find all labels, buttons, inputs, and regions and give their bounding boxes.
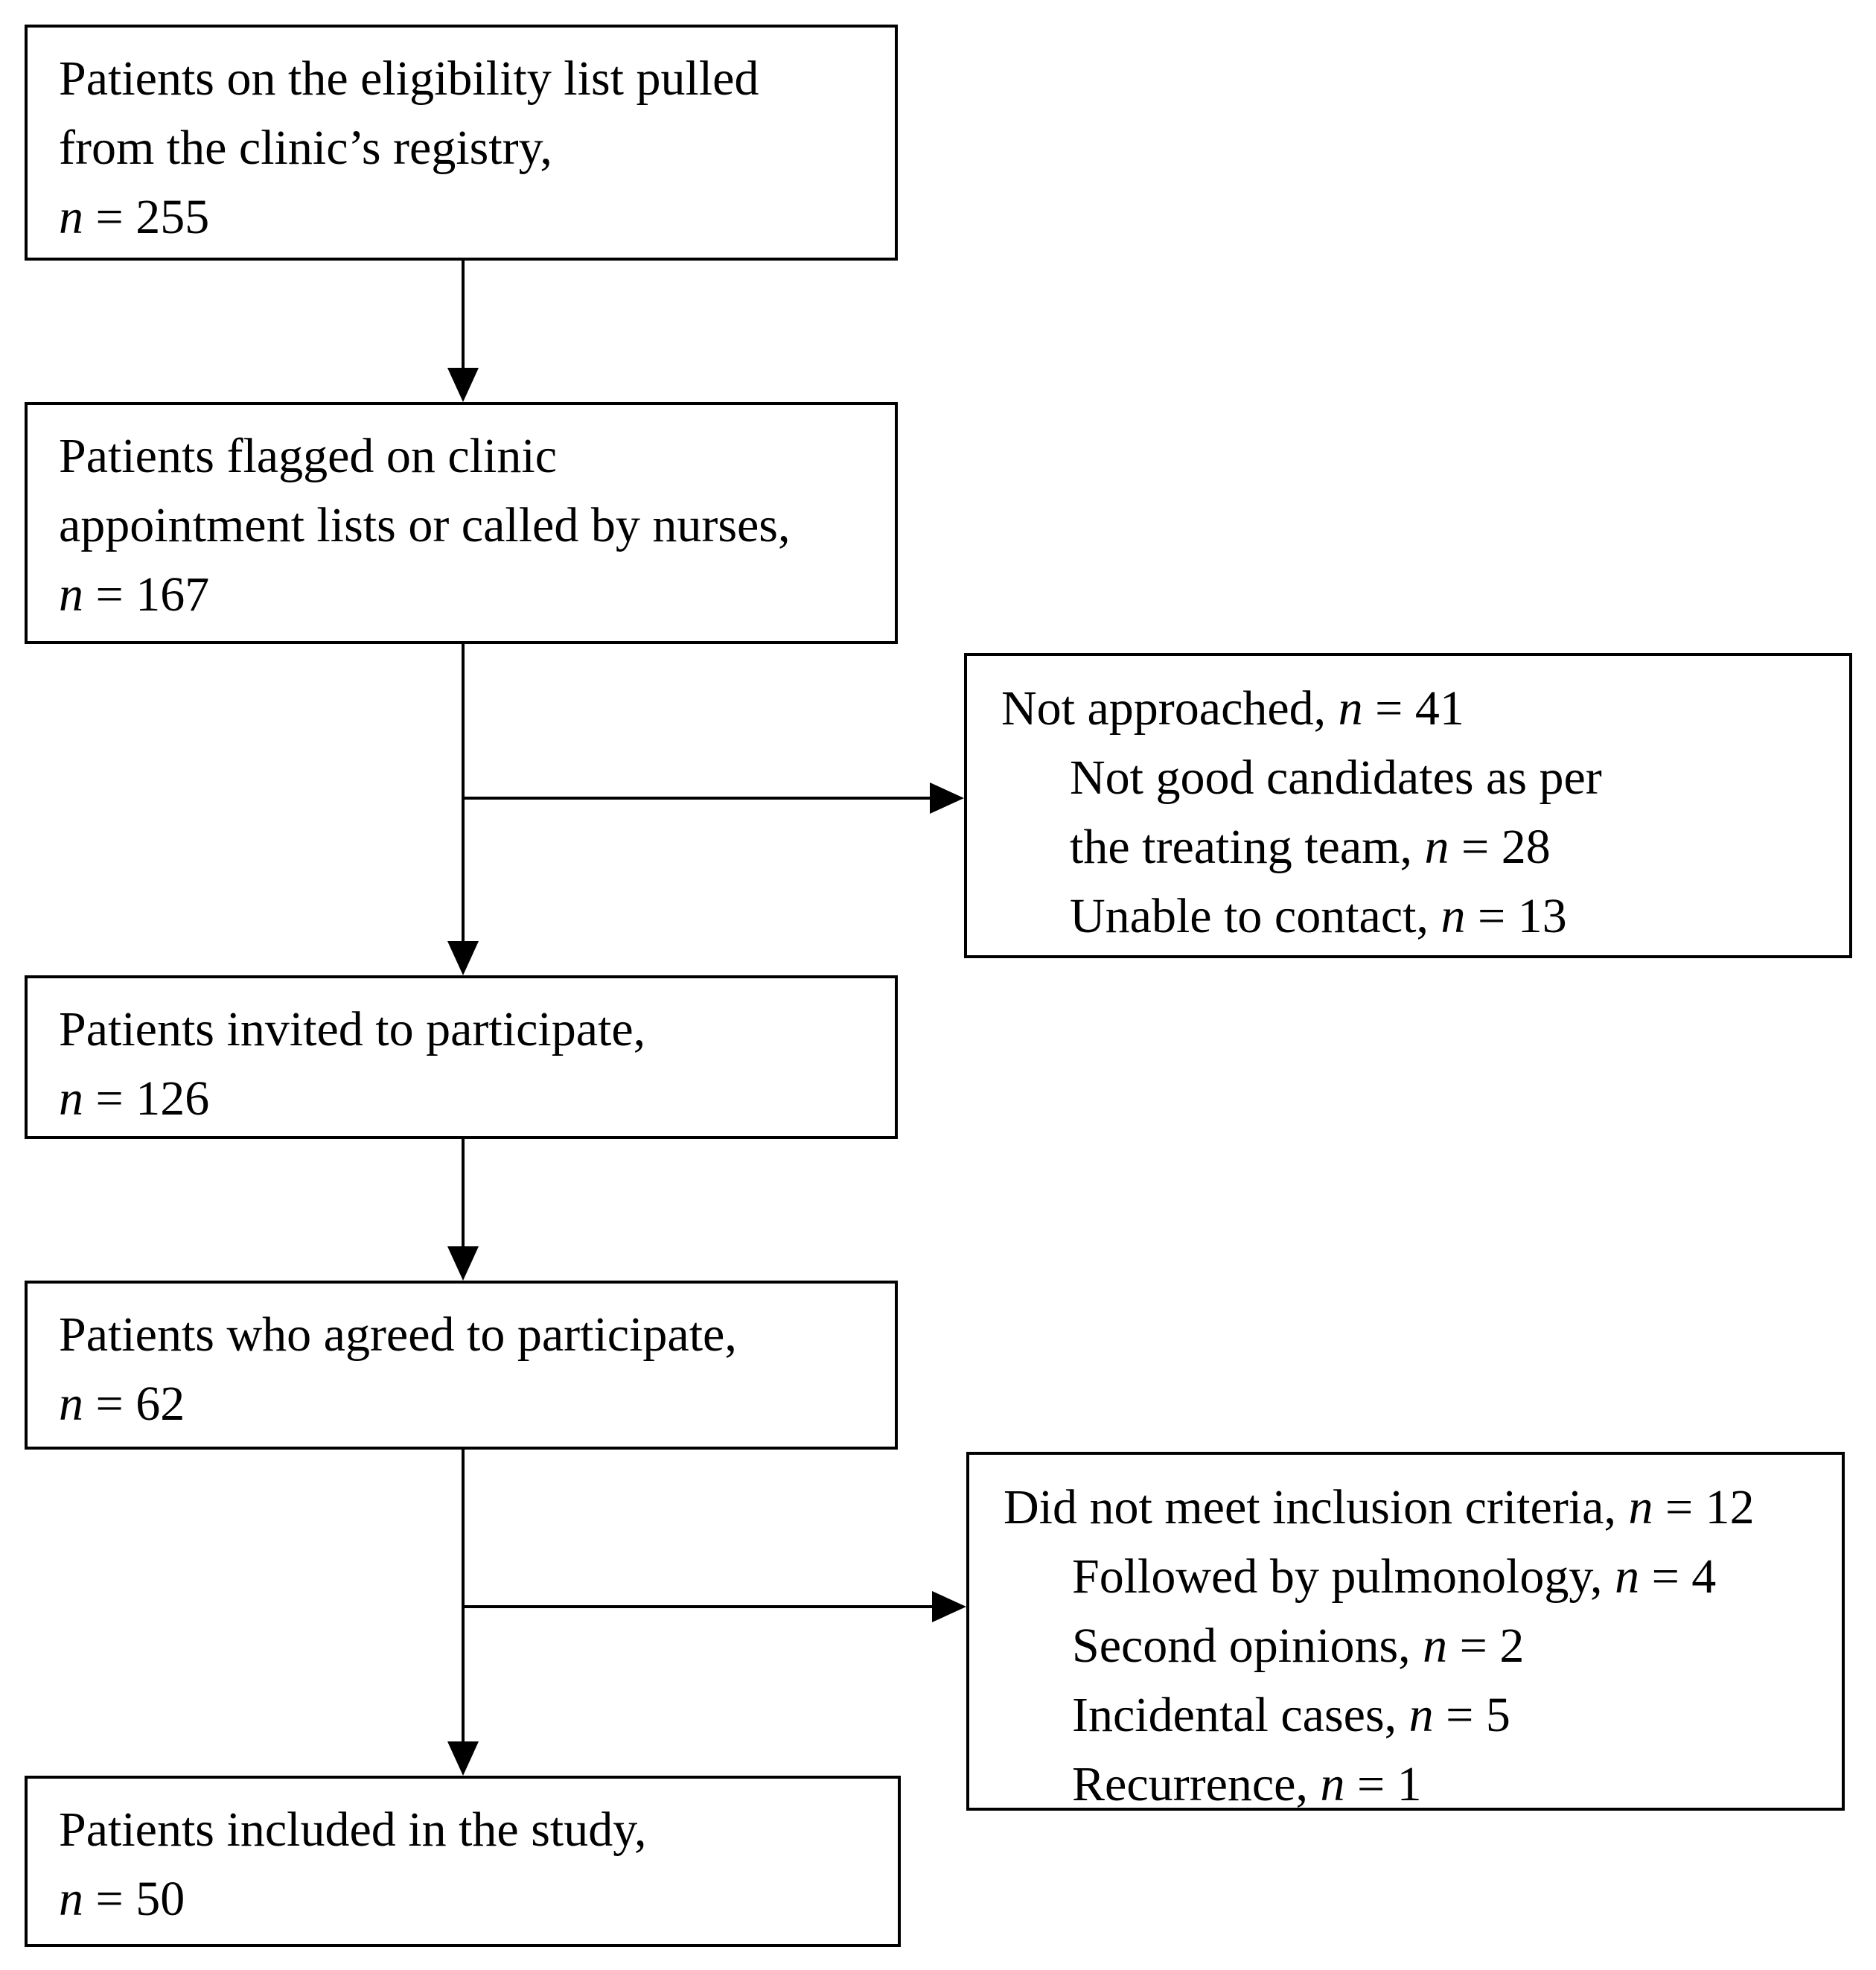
n-symbol: n <box>59 190 83 244</box>
flow-box-included: Patients included in the study, n = 50 <box>25 1776 901 1947</box>
text-line: Patients invited to participate, <box>59 995 868 1064</box>
text-line: n = 50 <box>59 1872 185 1926</box>
n-symbol: n <box>1338 681 1363 736</box>
text-line: Not approached, n = 41 <box>1001 681 1464 736</box>
n-symbol: n <box>59 1071 83 1126</box>
text-line: n = 255 <box>59 190 210 244</box>
arrowhead-right-not-approached <box>930 782 964 814</box>
n-symbol: n <box>1423 1619 1448 1673</box>
text-line: Incidental cases, n = 5 <box>1072 1688 1510 1742</box>
line-label: Incidental cases, <box>1072 1688 1397 1742</box>
n-symbol: n <box>1440 889 1466 943</box>
text-line: appointment lists or called by nurses, <box>59 491 868 560</box>
line-label: Recurrence, <box>1072 1757 1308 1811</box>
flow-box-invited: Patients invited to participate, n = 126 <box>25 975 898 1139</box>
n-symbol: n <box>1615 1549 1640 1604</box>
arrowhead-right-exclusions <box>932 1591 966 1622</box>
text-line: from the clinic’s registry, <box>59 113 868 182</box>
line-label: the treating team, <box>1070 820 1412 874</box>
text-line: Followed by pulmonology, n = 4 <box>1072 1549 1717 1604</box>
line-label: Not good candidates as per <box>1070 750 1602 805</box>
n-symbol: n <box>1424 820 1449 874</box>
line-label: Patients on the eligibility list pulled <box>59 51 759 106</box>
line-label: appointment lists or called by nurses, <box>59 498 791 552</box>
flow-box-flagged: Patients flagged on clinic appointment li… <box>25 402 898 644</box>
text-line: n = 62 <box>59 1377 185 1431</box>
flow-box-registry: Patients on the eligibility list pulled f… <box>25 25 898 261</box>
line-label: Not approached, <box>1001 681 1327 736</box>
text-line: Patients who agreed to participate, <box>59 1300 868 1369</box>
text-line: Patients flagged on clinic <box>59 421 868 491</box>
line-label: Unable to contact, <box>1070 889 1429 943</box>
text-line: Patients on the eligibility list pulled <box>59 44 868 113</box>
text-line: n = 167 <box>59 567 210 622</box>
text-line: Not good candidates as per <box>1001 743 1827 812</box>
n-symbol: n <box>59 1872 83 1926</box>
arrowhead-down-included <box>447 1741 479 1776</box>
arrowhead-down-invited <box>447 941 479 975</box>
arrowhead-down-flagged <box>447 368 479 402</box>
text-line: Second opinions, n = 2 <box>1072 1619 1525 1673</box>
text-line: Did not meet inclusion criteria, n = 12 <box>1004 1480 1755 1534</box>
line-label: Patients invited to participate, <box>59 1002 646 1056</box>
n-symbol: n <box>1320 1757 1345 1811</box>
n-symbol: n <box>1628 1480 1653 1534</box>
line-label: from the clinic’s registry, <box>59 121 552 175</box>
line-label: Patients included in the study, <box>59 1802 647 1857</box>
n-symbol: n <box>1408 1688 1434 1742</box>
text-line: Recurrence, n = 1 <box>1072 1757 1422 1811</box>
n-symbol: n <box>59 567 83 622</box>
text-line: the treating team, n = 28 <box>1070 820 1551 874</box>
line-label: Second opinions, <box>1072 1619 1411 1673</box>
side-box-exclusions: Did not meet inclusion criteria, n = 12 F… <box>966 1452 1845 1811</box>
line-label: Patients who agreed to participate, <box>59 1307 737 1362</box>
line-label: Followed by pulmonology, <box>1072 1549 1603 1604</box>
line-label: Did not meet inclusion criteria, <box>1004 1480 1616 1534</box>
flow-box-agreed: Patients who agreed to participate, n = 6… <box>25 1281 898 1450</box>
text-line: Unable to contact, n = 13 <box>1070 889 1567 943</box>
arrowhead-down-agreed <box>447 1246 479 1281</box>
line-label: Patients flagged on clinic <box>59 429 557 483</box>
text-line: n = 126 <box>59 1071 210 1126</box>
side-box-not-approached: Not approached, n = 41 Not good candidate… <box>964 653 1852 958</box>
n-symbol: n <box>59 1377 83 1431</box>
text-line: Patients included in the study, <box>59 1795 871 1864</box>
